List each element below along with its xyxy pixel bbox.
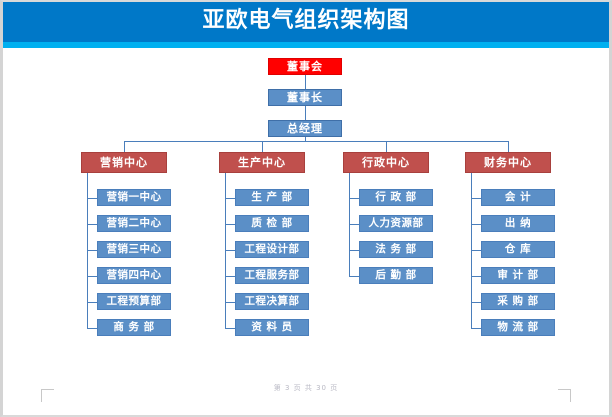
connector-spine-to-leaf	[349, 223, 359, 225]
connector-spine-to-leaf	[87, 197, 97, 199]
connector-spine-to-leaf	[225, 197, 235, 199]
node-leaf-2-1-label: 生 产 部	[251, 191, 293, 204]
connector-spine-to-leaf	[471, 275, 481, 277]
connector-spine-to-leaf	[471, 301, 481, 303]
connector-gm-bus	[305, 137, 306, 141]
node-leaf-3-1[interactable]: 行 政 部	[359, 189, 433, 206]
node-center-3[interactable]: 行政中心	[343, 152, 429, 173]
node-leaf-3-1-label: 行 政 部	[375, 191, 417, 204]
node-leaf-1-6[interactable]: 商 务 部	[97, 319, 171, 336]
node-leaf-4-5[interactable]: 采 购 部	[481, 293, 555, 310]
node-leaf-3-4-label: 后 勤 部	[375, 269, 417, 282]
node-leaf-1-6-label: 商 务 部	[113, 321, 155, 334]
node-leaf-1-5-label: 工程预算部	[106, 295, 162, 308]
node-leaf-1-1[interactable]: 营销一中心	[97, 189, 171, 206]
node-leaf-1-4-label: 营销四中心	[106, 269, 162, 282]
connector-spine-to-leaf	[87, 249, 97, 251]
node-leaf-1-2-label: 营销二中心	[106, 217, 162, 230]
connector-board-chairman	[305, 75, 306, 89]
node-leaf-2-3[interactable]: 工程设计部	[235, 241, 309, 258]
node-leaf-2-4-label: 工程服务部	[244, 269, 300, 282]
connector-spine-to-leaf	[349, 275, 359, 277]
connector-bus-to-center	[124, 141, 125, 152]
node-leaf-1-3[interactable]: 营销三中心	[97, 241, 171, 258]
node-center-4[interactable]: 财务中心	[465, 152, 551, 173]
connector-spine-to-leaf	[225, 301, 235, 303]
connector-spine-to-leaf	[349, 249, 359, 251]
node-leaf-4-3[interactable]: 仓 库	[481, 241, 555, 258]
node-leaf-2-5-label: 工程决算部	[244, 295, 300, 308]
node-board[interactable]: 董事会	[268, 58, 342, 75]
node-board-label: 董事会	[287, 60, 323, 73]
connector-chairman-gm	[305, 106, 306, 120]
node-leaf-4-6-label: 物 流 部	[497, 321, 539, 334]
connector-spine-to-leaf	[225, 275, 235, 277]
node-leaf-2-4[interactable]: 工程服务部	[235, 267, 309, 284]
node-center-1[interactable]: 营销中心	[81, 152, 167, 173]
node-leaf-4-6[interactable]: 物 流 部	[481, 319, 555, 336]
node-leaf-4-1[interactable]: 会 计	[481, 189, 555, 206]
node-leaf-3-3[interactable]: 法 务 部	[359, 241, 433, 258]
connector-spine-to-leaf	[225, 249, 235, 251]
crop-mark-left	[41, 389, 54, 402]
node-center-2[interactable]: 生产中心	[219, 152, 305, 173]
page-footer: 第 3 页 共 30 页	[273, 384, 339, 392]
node-general-manager[interactable]: 总经理	[268, 120, 342, 137]
page-title: 亚欧电气组织架构图	[202, 8, 410, 33]
node-leaf-2-1[interactable]: 生 产 部	[235, 189, 309, 206]
node-leaf-3-2-label: 人力资源部	[368, 217, 424, 230]
connector-center-spine	[87, 173, 88, 328]
node-leaf-1-1-label: 营销一中心	[106, 191, 162, 204]
connector-center-spine	[471, 173, 472, 328]
node-leaf-2-6[interactable]: 资 料 员	[235, 319, 309, 336]
node-leaf-1-3-label: 营销三中心	[106, 243, 162, 256]
connector-spine-to-leaf	[87, 223, 97, 225]
connector-spine-to-leaf	[225, 327, 235, 329]
node-chairman-label: 董事长	[287, 91, 323, 104]
connector-center-spine	[349, 173, 350, 276]
node-leaf-4-3-label: 仓 库	[504, 243, 532, 256]
connector-spine-to-leaf	[471, 249, 481, 251]
node-center-2-label: 生产中心	[238, 156, 286, 169]
connector-spine-to-leaf	[349, 197, 359, 199]
connector-bus-to-center	[508, 141, 509, 152]
node-leaf-4-5-label: 采 购 部	[497, 295, 539, 308]
node-leaf-1-4[interactable]: 营销四中心	[97, 267, 171, 284]
node-leaf-4-4[interactable]: 审 计 部	[481, 267, 555, 284]
node-leaf-4-2[interactable]: 出 纳	[481, 215, 555, 232]
node-chairman[interactable]: 董事长	[268, 89, 342, 106]
banner-accent-strip	[3, 42, 609, 48]
org-chart: 董事会董事长总经理营销中心营销一中心营销二中心营销三中心营销四中心工程预算部商 …	[3, 48, 612, 373]
connector-spine-to-leaf	[87, 327, 97, 329]
node-leaf-2-3-label: 工程设计部	[244, 243, 300, 256]
connector-centers-bus	[124, 141, 508, 142]
node-leaf-4-1-label: 会 计	[504, 191, 532, 204]
connector-bus-to-center	[386, 141, 387, 152]
node-center-1-label: 营销中心	[100, 156, 148, 169]
node-leaf-3-3-label: 法 务 部	[375, 243, 417, 256]
connector-spine-to-leaf	[225, 223, 235, 225]
node-leaf-2-5[interactable]: 工程决算部	[235, 293, 309, 310]
title-banner: 亚欧电气组织架构图	[3, 2, 609, 42]
connector-center-spine	[225, 173, 226, 328]
node-leaf-4-4-label: 审 计 部	[497, 269, 539, 282]
connector-bus-to-center	[262, 141, 263, 152]
node-leaf-2-2-label: 质 检 部	[251, 217, 293, 230]
crop-mark-right	[558, 389, 571, 402]
node-leaf-1-2[interactable]: 营销二中心	[97, 215, 171, 232]
node-leaf-3-2[interactable]: 人力资源部	[359, 215, 433, 232]
node-leaf-1-5[interactable]: 工程预算部	[97, 293, 171, 310]
node-leaf-4-2-label: 出 纳	[504, 217, 532, 230]
node-center-4-label: 财务中心	[484, 156, 532, 169]
connector-spine-to-leaf	[87, 275, 97, 277]
connector-spine-to-leaf	[471, 197, 481, 199]
connector-spine-to-leaf	[471, 223, 481, 225]
node-leaf-2-2[interactable]: 质 检 部	[235, 215, 309, 232]
node-center-3-label: 行政中心	[362, 156, 410, 169]
node-general-manager-label: 总经理	[287, 122, 323, 135]
connector-spine-to-leaf	[471, 327, 481, 329]
node-leaf-3-4[interactable]: 后 勤 部	[359, 267, 433, 284]
node-leaf-2-6-label: 资 料 员	[251, 321, 293, 334]
connector-spine-to-leaf	[87, 301, 97, 303]
